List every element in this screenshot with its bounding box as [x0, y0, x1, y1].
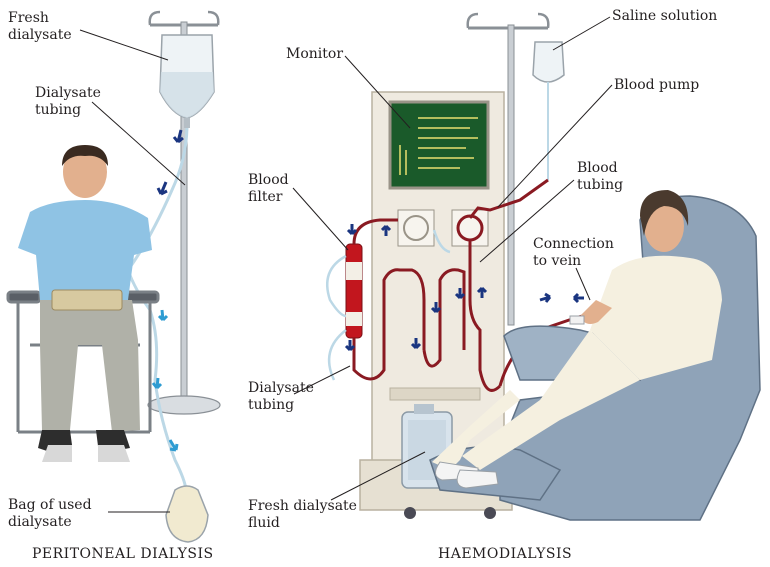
- label-dialysate-tubing-left: Dialysate tubing: [35, 85, 101, 119]
- label-fresh-dialysate-fluid: Fresh dialysate fluid: [248, 498, 357, 532]
- label-dialysate-tubing-right: Dialysate tubing: [248, 380, 314, 414]
- blood-filter: [346, 244, 362, 338]
- label-blood-tubing: Blood tubing: [577, 160, 623, 194]
- label-bag-used-dialysate: Bag of used dialysate: [8, 497, 92, 531]
- caption-haemodialysis: HAEMODIALYSIS: [438, 546, 572, 562]
- saline-bag: [533, 42, 564, 82]
- label-blood-pump: Blood pump: [614, 77, 699, 94]
- label-blood-filter: Blood filter: [248, 172, 289, 206]
- monitor-screen: [390, 102, 488, 188]
- label-connection-to-vein: Connection to vein: [533, 236, 614, 270]
- used-dialysate-bag: [166, 486, 208, 542]
- man-patient: [18, 145, 152, 462]
- label-saline-solution: Saline solution: [612, 8, 717, 25]
- label-monitor: Monitor: [286, 46, 343, 63]
- fresh-dialysate-bag: [160, 35, 214, 128]
- label-fresh-dialysate: Fresh dialysate: [8, 10, 72, 44]
- peritoneal-tubing: [128, 128, 187, 490]
- caption-peritoneal-dialysis: PERITONEAL DIALYSIS: [32, 546, 214, 562]
